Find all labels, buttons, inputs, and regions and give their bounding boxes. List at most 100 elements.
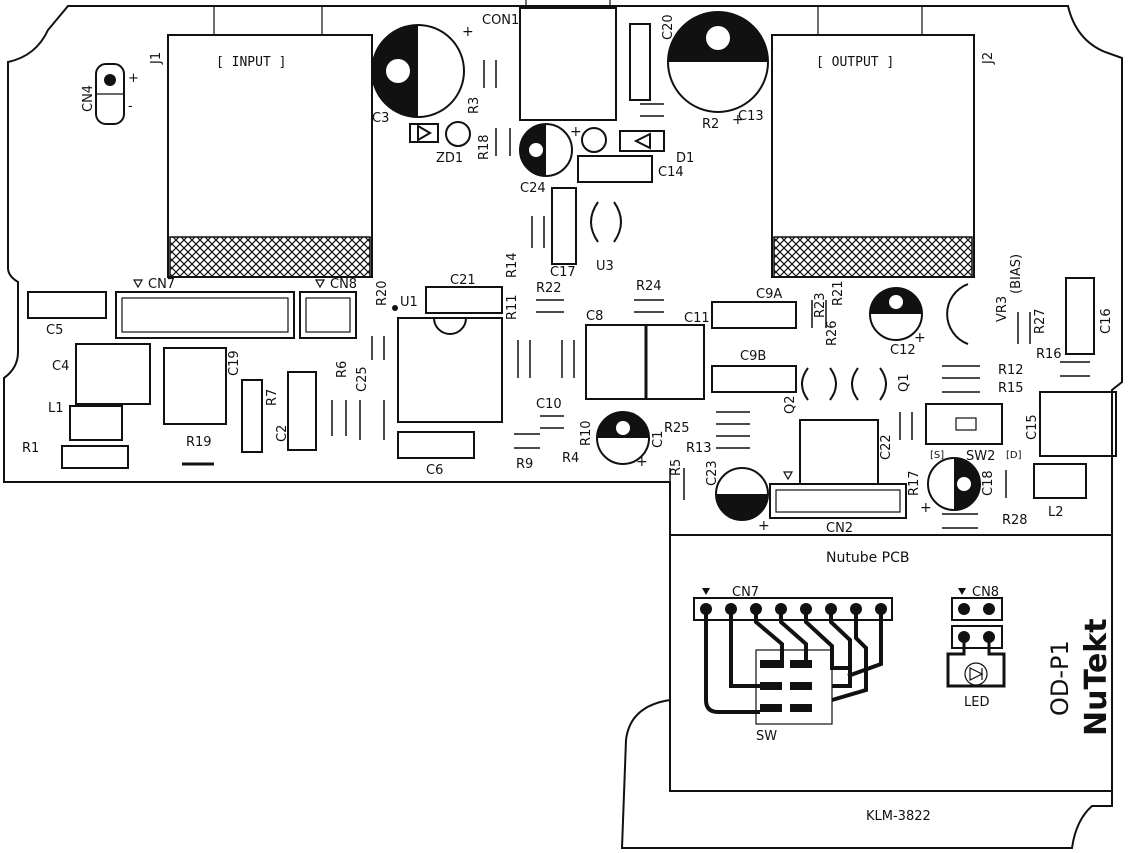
- cn4-plus: +: [128, 71, 139, 86]
- pin1-markers: [132, 279, 794, 481]
- ref-cn8: CN8: [330, 277, 357, 292]
- ref-u3: U3: [596, 259, 614, 274]
- nutube-cn8-label: CN8: [972, 585, 999, 600]
- ref-u1: U1: [400, 295, 418, 310]
- svg-text:+: +: [920, 500, 932, 516]
- ref-r18: R18: [477, 134, 492, 160]
- ref-sw2: SW2: [966, 449, 995, 464]
- ref-zd1: ZD1: [436, 151, 463, 166]
- ref-r20: R20: [375, 280, 390, 306]
- l1-inductor: [69, 405, 123, 441]
- nutube-title: Nutube PCB: [826, 550, 909, 566]
- svg-text:+: +: [570, 124, 582, 140]
- ref-r7: R7: [265, 389, 280, 406]
- board-code: KLM-3822: [866, 809, 931, 824]
- svg-text:+: +: [732, 112, 744, 128]
- c19-capacitor: [163, 347, 227, 425]
- u3-outline: [590, 201, 622, 243]
- ref-r1: R1: [22, 441, 39, 456]
- c9b-capacitor: [711, 365, 797, 393]
- input-jack: [167, 6, 373, 278]
- polarity-marks: + + + + + + +: [462, 24, 932, 534]
- c16-capacitor: [1065, 277, 1095, 355]
- ref-r4: R4: [562, 451, 579, 466]
- output-jack: [771, 6, 975, 278]
- ref-r22: R22: [536, 281, 562, 296]
- c6-capacitor: [397, 431, 475, 459]
- u1-chip: [392, 305, 503, 423]
- ref-c6: C6: [426, 463, 443, 478]
- ref-c10: C10: [536, 397, 562, 412]
- ref-c4: C4: [52, 359, 69, 374]
- c2-capacitor: [287, 371, 317, 451]
- cn7-connector: [115, 291, 295, 339]
- zd1-diode: [409, 123, 439, 143]
- j1-label: J1: [149, 52, 164, 65]
- cn4-connector: [95, 63, 125, 125]
- nutube-outline: [620, 535, 1113, 849]
- ref-r3: R3: [467, 97, 482, 114]
- cn8-connector: [299, 291, 357, 339]
- r3-round: [445, 121, 471, 147]
- c1-capacitor: [596, 411, 650, 465]
- ref-c16: C16: [1099, 308, 1114, 334]
- ref-c20: C20: [661, 14, 676, 40]
- con1-label: CON1: [482, 13, 519, 28]
- ref-c9b: C9B: [740, 349, 766, 364]
- ref-c3: C3: [372, 111, 389, 126]
- ref-c14: C14: [658, 165, 684, 180]
- r7-resistor: [241, 379, 263, 453]
- d1-round: [581, 127, 607, 153]
- sw2-switch: [925, 403, 1003, 445]
- ref-r28: R28: [1002, 513, 1028, 528]
- ref-r14: R14: [505, 252, 520, 278]
- brand-logo: NuTekt: [1079, 618, 1114, 736]
- c15-capacitor: [1039, 391, 1117, 457]
- cn4-minus: -: [128, 99, 133, 114]
- ref-r16: R16: [1036, 347, 1062, 362]
- ref-l1: L1: [48, 401, 64, 416]
- c5-capacitor: [27, 291, 107, 319]
- nutube-sw-block: [755, 649, 833, 725]
- svg-text:+: +: [758, 518, 770, 534]
- ref-c5: C5: [46, 323, 63, 338]
- component-labels: C3 R3 ZD1 R18 C20 C13 R2 D1 C24 C14 C17 …: [22, 14, 1114, 536]
- ref-r15: R15: [998, 381, 1024, 396]
- ref-cn2: CN2: [826, 521, 853, 536]
- q2-transistor: [801, 367, 837, 401]
- ref-c17: C17: [550, 265, 576, 280]
- j2-label: J2: [981, 52, 996, 65]
- ref-c9a: C9A: [756, 287, 782, 302]
- svg-text:+: +: [636, 454, 648, 470]
- ref-r17: R17: [907, 470, 922, 496]
- sw2-d-label: [D]: [1006, 450, 1022, 461]
- ref-c12: C12: [890, 343, 916, 358]
- ref-r10: R10: [579, 420, 594, 446]
- l2-inductor: [1033, 463, 1087, 499]
- nutube-traces: [704, 609, 883, 714]
- ref-r26: R26: [825, 320, 840, 346]
- led-icon: [946, 637, 1006, 688]
- ref-c25: C25: [355, 366, 370, 392]
- ref-c2: C2: [275, 425, 290, 442]
- cn2-connector: [769, 483, 907, 519]
- ref-r5: R5: [669, 459, 684, 476]
- ref-r2: R2: [702, 117, 719, 132]
- c24-capacitor: [519, 123, 573, 177]
- ref-c24: C24: [520, 181, 546, 196]
- svg-text:+: +: [914, 330, 926, 346]
- con1-connector: [519, 7, 617, 121]
- ref-r13: R13: [686, 441, 712, 456]
- c12-capacitor: [869, 287, 923, 341]
- ref-r19: R19: [186, 435, 212, 450]
- ref-c1: C1: [651, 431, 666, 448]
- svg-text:+: +: [462, 24, 474, 40]
- ref-r23: R23: [813, 292, 828, 318]
- small-resistors: [331, 60, 1090, 529]
- ref-c11: C11: [684, 311, 710, 326]
- ref-r11: R11: [505, 294, 520, 320]
- ref-c21: C21: [450, 273, 476, 288]
- ref-q1: Q1: [897, 373, 912, 392]
- ref-c22: C22: [879, 434, 894, 460]
- c21-capacitor: [425, 286, 503, 314]
